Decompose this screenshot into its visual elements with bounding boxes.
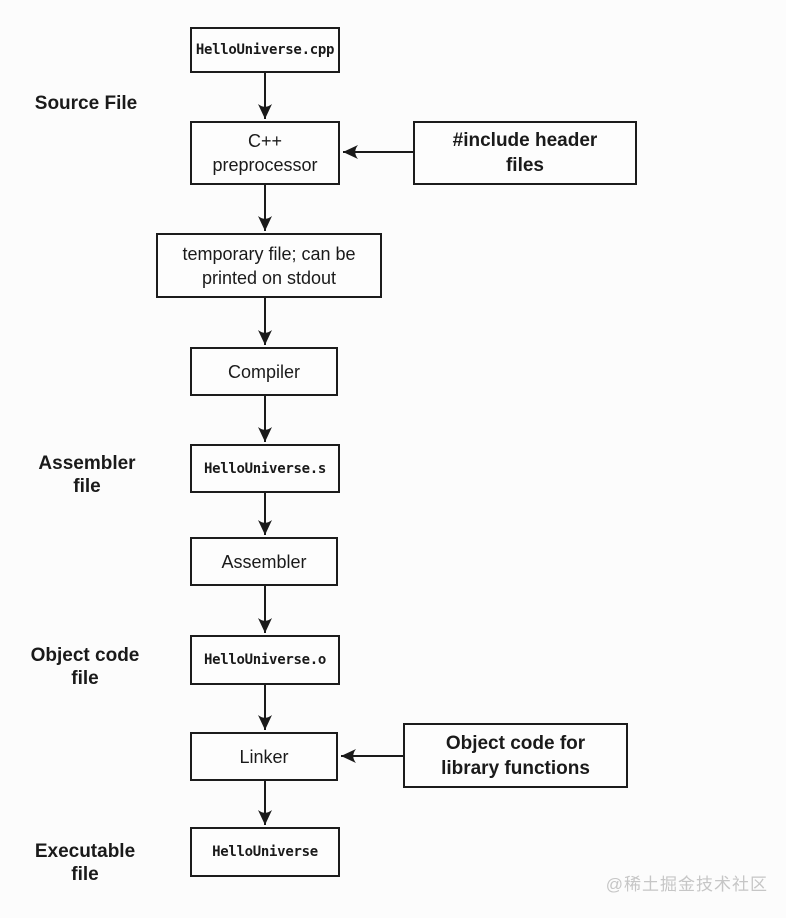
stage-label-assembler-file: Assembler file: [38, 453, 136, 497]
stage-label-source-file: Source File: [34, 93, 138, 114]
node-temp-file: temporary file; can be printed on stdout: [156, 233, 382, 298]
node-source-file: HelloUniverse.cpp: [190, 27, 340, 73]
annotation-include-headers: #include header files: [413, 121, 637, 185]
node-assembler: Assembler: [190, 537, 338, 586]
stage-label-object-code-file: Object code file: [30, 645, 140, 689]
watermark-text: @稀土掘金技术社区: [605, 875, 768, 894]
node-executable: HelloUniverse: [190, 827, 340, 877]
node-linker: Linker: [190, 732, 338, 781]
node-assembly-file: HelloUniverse.s: [190, 444, 340, 493]
node-compiler: Compiler: [190, 347, 338, 396]
node-preprocessor: C++ preprocessor: [190, 121, 340, 185]
node-object-file: HelloUniverse.o: [190, 635, 340, 685]
annotation-library-objects: Object code for library functions: [403, 723, 628, 788]
stage-label-executable-file: Executable file: [34, 841, 136, 885]
